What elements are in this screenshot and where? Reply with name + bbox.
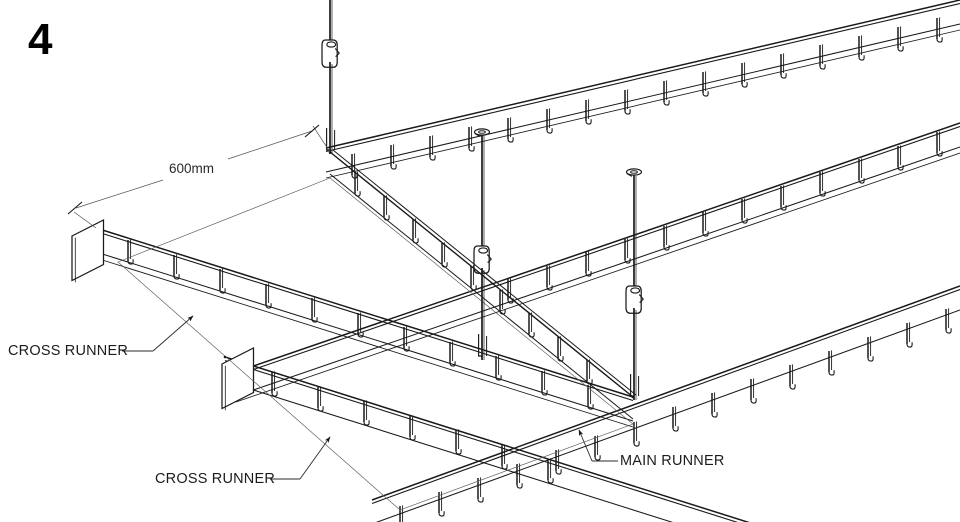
leader-lines (122, 315, 618, 480)
dimension-600mm (67, 124, 331, 229)
callout-label-cross-runner-2: CROSS RUNNER (155, 471, 276, 487)
grid-cell-panels (117, 177, 634, 511)
slash-tick-icon-end (304, 124, 320, 138)
main-runner-far (325, 0, 960, 179)
cross-runner-upper (71, 219, 634, 428)
dimension-label-600mm: 600mm (169, 161, 215, 176)
slash-tick-icon-start (67, 201, 83, 215)
grid-cell-upper (117, 177, 634, 511)
leader-main-runner-1 (578, 429, 593, 462)
leader-cross-runner-2 (299, 436, 331, 480)
main-runner-near (371, 285, 960, 522)
callout-label-cross-runner-1: CROSS RUNNER (8, 343, 129, 359)
leader-cross-runner-1 (152, 315, 194, 352)
step-number: 4 (28, 15, 53, 64)
callout-label-main-runner-1: MAIN RUNNER (620, 453, 725, 469)
